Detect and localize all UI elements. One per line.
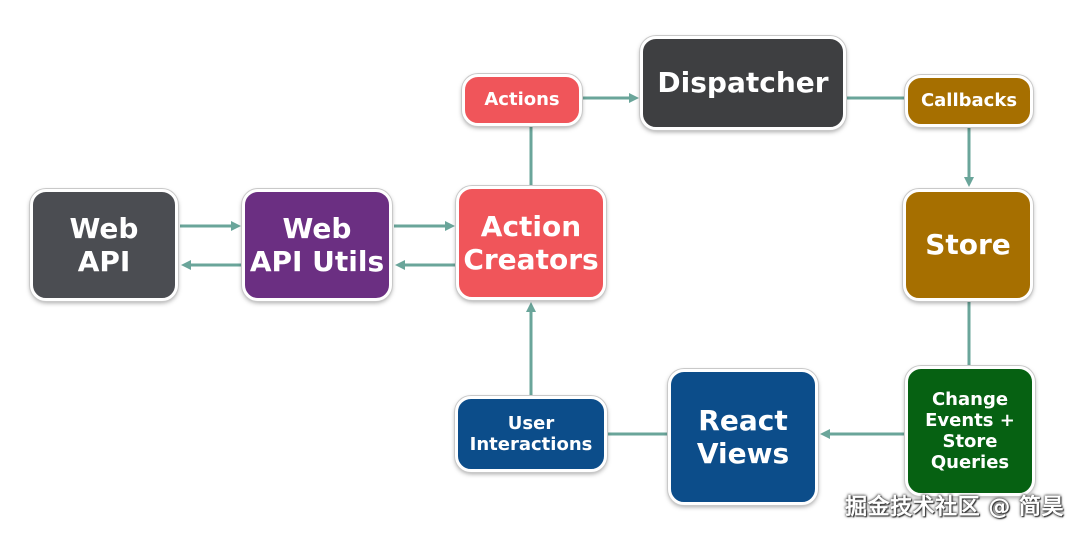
change-events-label: Change Events + Store Queries: [925, 388, 1015, 474]
web-api-utils-label: Web API Utils: [249, 211, 385, 278]
store-label: Store: [925, 228, 1011, 262]
dispatcher-node: Dispatcher: [640, 36, 846, 130]
web-api-label: Web API: [69, 211, 139, 278]
actions-node: Actions: [462, 74, 582, 126]
react-views-label: React Views: [696, 403, 790, 470]
user-interactions-label: User Interactions: [469, 412, 593, 455]
user-interactions-node: User Interactions: [455, 396, 607, 472]
web-api-utils-node: Web API Utils: [242, 189, 392, 301]
action-creators-label: Action Creators: [463, 209, 599, 276]
watermark: 掘金技术社区 @ 简昊: [845, 495, 1064, 520]
callbacks-label: Callbacks: [920, 90, 1018, 112]
store-node: Store: [903, 189, 1033, 301]
action-creators-node: Action Creators: [456, 186, 606, 300]
actions-label: Actions: [484, 89, 560, 111]
change-events-node: Change Events + Store Queries: [905, 366, 1035, 496]
react-views-node: React Views: [668, 369, 818, 505]
dispatcher-label: Dispatcher: [657, 66, 829, 100]
callbacks-node: Callbacks: [905, 75, 1033, 127]
web-api-node: Web API: [30, 189, 178, 301]
